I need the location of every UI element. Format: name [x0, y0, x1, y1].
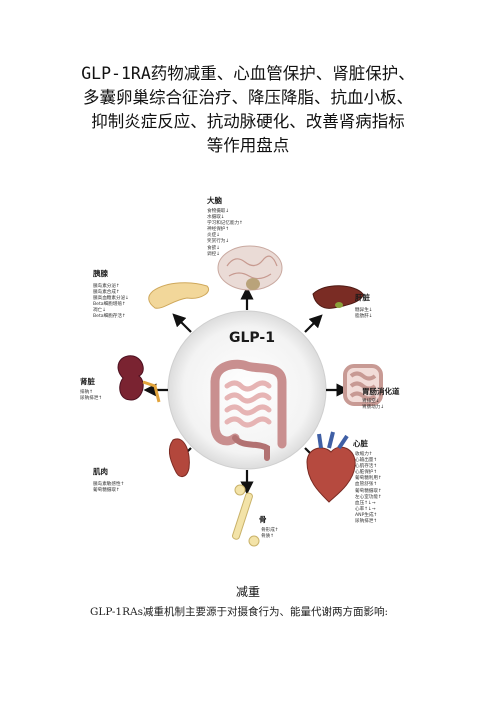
organ-label-heart: 心脏	[353, 439, 368, 448]
gut-effects-list: 胃排空↓ 胃肠动力↓	[362, 399, 384, 411]
gut-illustration	[343, 364, 383, 406]
brain-effect: 食物摄取↓	[207, 209, 230, 214]
pancreas-effect: 胰岛素合成↑	[93, 290, 120, 296]
liver-illustration	[312, 285, 364, 309]
title-line-3: 抑制炎症反应、抗动脉硬化、改善肾病指标	[91, 112, 405, 131]
heart-illustration	[306, 431, 356, 503]
organ-label-bone: 骨	[259, 515, 267, 524]
heart-effect: 血压↑↓→	[355, 500, 376, 506]
heart-effect: 血管舒张↑	[355, 482, 378, 488]
organ-label-gut: 胃肠消化道	[362, 387, 400, 396]
organ-label-liver: 肝脏	[355, 293, 370, 302]
glp1-organ-effects-figure: GLP-1 大脑 食物摄取↓ 水摄取↓ 学习和记忆能力↑ 神经保护↑ 炎症↓ 奖…	[77, 186, 417, 554]
section-heading: 减重	[235, 585, 260, 599]
heart-effect: 心率↑↓→	[355, 506, 376, 512]
kidney-illustration	[117, 355, 161, 403]
muscle-illustration	[168, 438, 190, 477]
intestine-illustration	[210, 359, 287, 461]
pancreas-effect: 胰高血糖素分泌↓	[93, 296, 130, 302]
heart-effect: 心脏保护↑	[355, 470, 378, 476]
organ-label-kidney: 肾脏	[80, 377, 95, 386]
figure-illustration	[117, 245, 383, 547]
brain-effect: 水摄取↓	[207, 215, 225, 221]
bone-effects-list: 骨形成↑ 骨质↑	[261, 528, 279, 540]
brain-effects-list: 食物摄取↓ 水摄取↓ 学习和记忆能力↑ 神经保护↑ 炎症↓ 奖赏行为↓ 食欲↓ …	[207, 209, 243, 258]
document-title: GLP-1RA药物减重、心血管保护、肾脏保护、 多囊卵巢综合征治疗、降压降脂、抗…	[30, 62, 466, 158]
liver-effect: 糖异生↓	[355, 308, 373, 313]
body-paragraph: GLP-1RAs减重机制主要源于对摄食行为、能量代谢两方面影响:	[90, 606, 388, 618]
kidney-effect: 尿钠排泄↑	[80, 396, 103, 402]
muscle-effect: 葡萄糖摄取↑	[93, 488, 120, 494]
brain-effect: 学习和记忆能力↑	[207, 221, 244, 227]
pancreas-effect: Beta细胞存活↑	[93, 314, 126, 320]
pancreas-illustration	[148, 282, 209, 309]
muscle-effects-list: 胰岛素敏感性↑ 葡萄糖摄取↑	[93, 482, 124, 494]
organ-label-pancreas: 胰腺	[93, 269, 108, 278]
heart-effects-list: 收缩力↑ 心输出量↑ 心肌存活↑ 心脏保护↑ 葡萄糖利用↑ 血管舒张↑ 葡萄糖摄…	[355, 452, 382, 525]
heart-effect: 收缩力↑	[355, 452, 373, 457]
organ-label-brain: 大脑	[207, 196, 222, 205]
pancreas-effects-list: 胰岛素分泌↑ 胰岛素合成↑ 胰高血糖素分泌↓ Beta细胞增殖↑ 凋亡↓ Bet…	[93, 284, 129, 321]
liver-effect: 脂肪肝↓	[355, 314, 373, 320]
bone-effect: 骨质↑	[261, 534, 275, 540]
brain-effect: 神经保护↑	[207, 227, 230, 233]
heart-effect: 左心室功能↑	[355, 494, 382, 500]
heart-effect: 心输出量↑	[355, 458, 378, 464]
heart-effect: 尿钠排泄↑	[355, 519, 378, 525]
heart-effect: 葡萄糖利用↑	[355, 476, 382, 482]
bone-illustration	[232, 484, 260, 547]
brain-effect: 调控↓	[207, 251, 221, 257]
heart-effect: 葡萄糖摄取↑	[355, 488, 382, 494]
center-label: GLP-1	[229, 330, 275, 346]
heart-effect: 心肌存活↑	[355, 464, 378, 470]
brain-illustration	[217, 245, 283, 291]
liver-effects-list: 糖异生↓ 脂肪肝↓	[355, 308, 373, 320]
gut-effect: 胃排空↓	[362, 399, 380, 404]
brain-effect: 奖赏行为↓	[207, 239, 230, 245]
organ-label-muscle: 肌肉	[93, 467, 108, 476]
brain-effect: 食欲↓	[207, 245, 221, 251]
heart-effect: ANP生成↑	[355, 512, 378, 518]
kidney-effects-list: 排钠↑ 尿钠排泄↑	[80, 390, 102, 402]
title-line-4: 等作用盘点	[206, 136, 290, 155]
brain-effect: 炎症↓	[207, 233, 221, 239]
pancreas-effect: 胰岛素分泌↑	[93, 284, 120, 289]
title-line-1: GLP-1RA药物减重、心血管保护、肾脏保护、	[81, 64, 415, 83]
kidney-effect: 排钠↑	[80, 390, 94, 395]
pancreas-effect: Beta细胞增殖↑	[93, 302, 126, 308]
muscle-effect: 胰岛素敏感性↑	[93, 482, 125, 487]
pancreas-effect: 凋亡↓	[93, 308, 107, 314]
title-line-2: 多囊卵巢综合征治疗、降压降脂、抗血小板、	[83, 88, 413, 107]
bone-effect: 骨形成↑	[261, 528, 279, 533]
gut-effect: 胃肠动力↓	[362, 405, 385, 411]
